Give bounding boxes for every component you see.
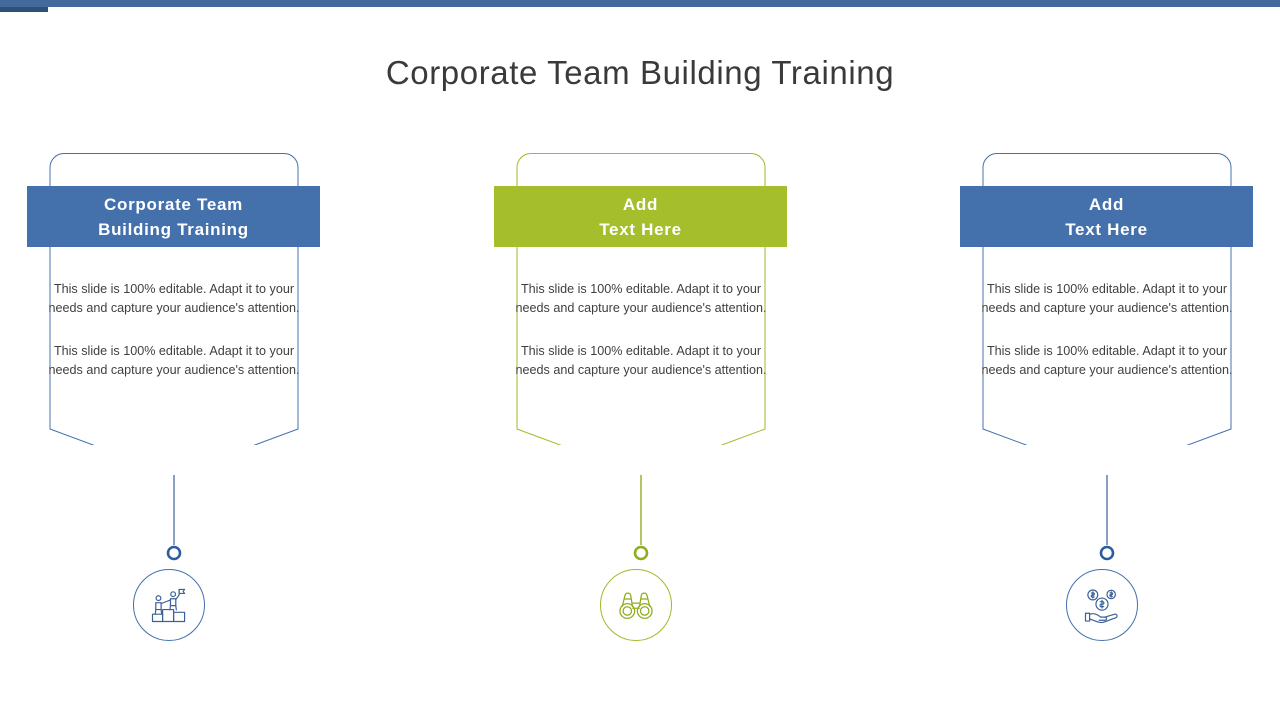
card-body-3-paragraph-1: This slide is 100% editable. Adapt it to… [981,282,1233,315]
cards-container: Corporate Team Building Training This sl… [0,145,1280,665]
teamwork-podium-icon [151,588,186,623]
page-title: Corporate Team Building Training [385,54,895,92]
icon-circle-1[interactable] [133,569,205,641]
card-banner-1-line-1: Corporate Team [104,194,243,214]
card-column-2: Add Text Here This slide is 100% editabl… [461,145,821,665]
binoculars-icon [619,592,653,619]
card-banner-2-line-1: Add [622,194,659,214]
icon-circle-3[interactable] [1066,569,1138,641]
card-banner-2-line-2: Text Here [599,219,682,239]
card-banner-1[interactable]: Corporate Team Building Training [27,186,320,247]
card-body-3-paragraph-2: This slide is 100% editable. Adapt it to… [981,344,1233,377]
money-in-hand-icon [1084,589,1118,624]
card-body-3: This slide is 100% editable. Adapt it to… [980,280,1234,380]
connector-line [633,475,649,561]
connector-line [1099,475,1115,561]
card-banner-1-line-2: Building Training [98,219,249,239]
card-body-1-paragraph-2: This slide is 100% editable. Adapt it to… [48,344,300,377]
card-column-3: Add Text Here This slide is 100% editabl… [927,145,1280,665]
card-body-1: This slide is 100% editable. Adapt it to… [47,280,301,380]
card-banner-3-line-1: Add [1088,194,1125,214]
card-banner-3-line-2: Text Here [1065,219,1148,239]
card-body-2-paragraph-1: This slide is 100% editable. Adapt it to… [515,282,767,315]
card-body-2-paragraph-2: This slide is 100% editable. Adapt it to… [515,344,767,377]
card-body-1-paragraph-1: This slide is 100% editable. Adapt it to… [48,282,300,315]
top-left-accent-bar [0,7,48,12]
card-banner-3[interactable]: Add Text Here [960,186,1253,247]
connector-line [166,475,182,561]
card-body-2: This slide is 100% editable. Adapt it to… [514,280,768,380]
top-bar [0,0,1280,7]
card-column-1: Corporate Team Building Training This sl… [0,145,354,665]
card-banner-2[interactable]: Add Text Here [494,186,787,247]
icon-circle-2[interactable] [600,569,672,641]
